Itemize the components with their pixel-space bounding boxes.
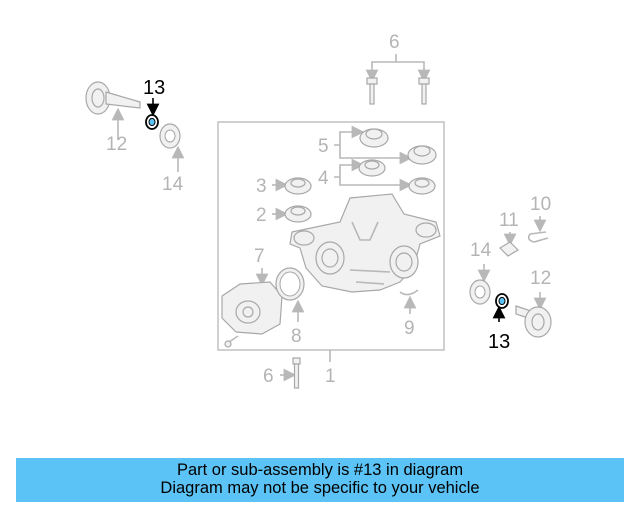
- callout-13-left: 13: [143, 77, 165, 99]
- seal-right-14: 14: [469, 240, 492, 305]
- callout-1: 1: [325, 366, 336, 387]
- callout-10: 10: [530, 194, 551, 215]
- banner-line-2: Diagram may not be specific to your vehi…: [160, 479, 480, 497]
- parts-diagram: 6 5 4 3 2: [85, 32, 552, 389]
- callout-12-left: 12: [106, 134, 127, 155]
- bolt-pair-top: 6: [365, 32, 431, 105]
- banner-line-1: Part or sub-assembly is #13 in diagram: [176, 461, 464, 479]
- clip-11: 11: [499, 210, 519, 257]
- o-ring-right-13: 13: [488, 293, 510, 353]
- callout-6-top: 6: [389, 32, 400, 53]
- axle-shaft-right: 12: [515, 268, 552, 338]
- callout-14-right: 14: [470, 240, 492, 261]
- mount-4: 4: [318, 158, 436, 195]
- seal-left-14: 14: [159, 123, 185, 195]
- clip-9: 9: [399, 289, 419, 339]
- mount-3: 3: [256, 176, 312, 197]
- callout-14-left: 14: [162, 174, 184, 195]
- callout-6-bottom: 6: [263, 366, 274, 387]
- clip-10: 10: [527, 194, 551, 243]
- mount-2: 2: [256, 205, 312, 226]
- assembly-frame: [217, 121, 445, 351]
- callout-9: 9: [404, 318, 415, 339]
- mount-5: 5: [318, 125, 437, 165]
- callout-8: 8: [291, 326, 302, 347]
- gasket-8: 8: [275, 267, 305, 347]
- callout-5: 5: [318, 136, 329, 157]
- cover-7: 7: [221, 246, 283, 348]
- callout-11: 11: [499, 210, 519, 231]
- callout-12-right: 12: [530, 268, 551, 289]
- callout-2: 2: [256, 205, 267, 226]
- callout-7: 7: [254, 246, 265, 267]
- callout-4: 4: [318, 168, 329, 189]
- callout-1-group: 1 6: [263, 350, 336, 389]
- axle-shaft-left: 12: [85, 81, 141, 155]
- callout-13-right: 13: [488, 331, 510, 353]
- callout-3: 3: [256, 176, 267, 197]
- o-ring-left-13: 13: [143, 77, 165, 130]
- info-banner: Part or sub-assembly is #13 in diagram D…: [16, 458, 624, 502]
- differential-housing: [289, 193, 441, 293]
